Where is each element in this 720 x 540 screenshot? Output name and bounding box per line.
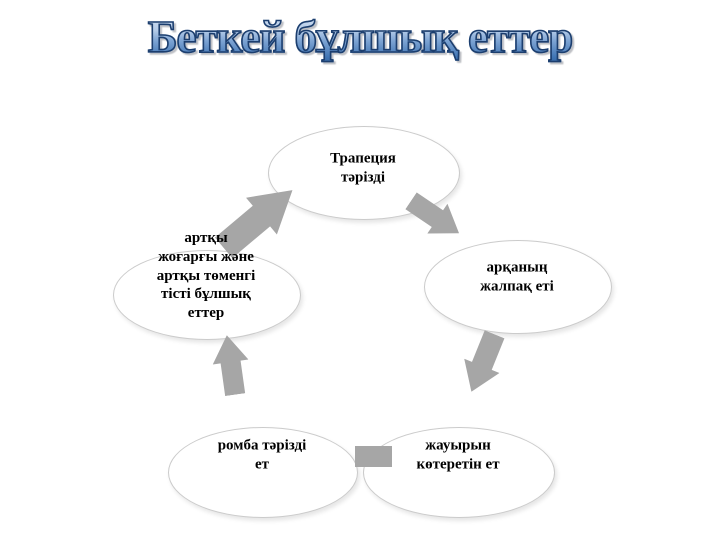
cycle-node-right-label: арқаның жалпақ еті (480, 259, 554, 294)
cycle-node-top-label: Трапеция тәрізді (330, 150, 396, 185)
cycle-node-bottom-right-label: жауырын көтеретін ет (416, 437, 500, 472)
arrow-up-icon (209, 333, 253, 397)
arrow-down-left-icon (454, 327, 512, 399)
cycle-node-left-label: артқы жоғарғы және артқы төменгі тісті б… (156, 230, 256, 322)
slide-title: Беткей бұлшық еттер (0, 10, 720, 64)
cycle-node-bottom-right-oval (363, 427, 555, 518)
cycle-node-right-oval (424, 240, 612, 334)
cycle-node-left-oval (113, 250, 301, 340)
cycle-node-bottom-left-label: ромба тәрізді ет (217, 437, 307, 472)
cycle-node-bottom-left-oval (168, 427, 358, 518)
slide-title-text: Беткей бұлшық еттер (147, 11, 574, 63)
bar-connector (355, 446, 392, 467)
